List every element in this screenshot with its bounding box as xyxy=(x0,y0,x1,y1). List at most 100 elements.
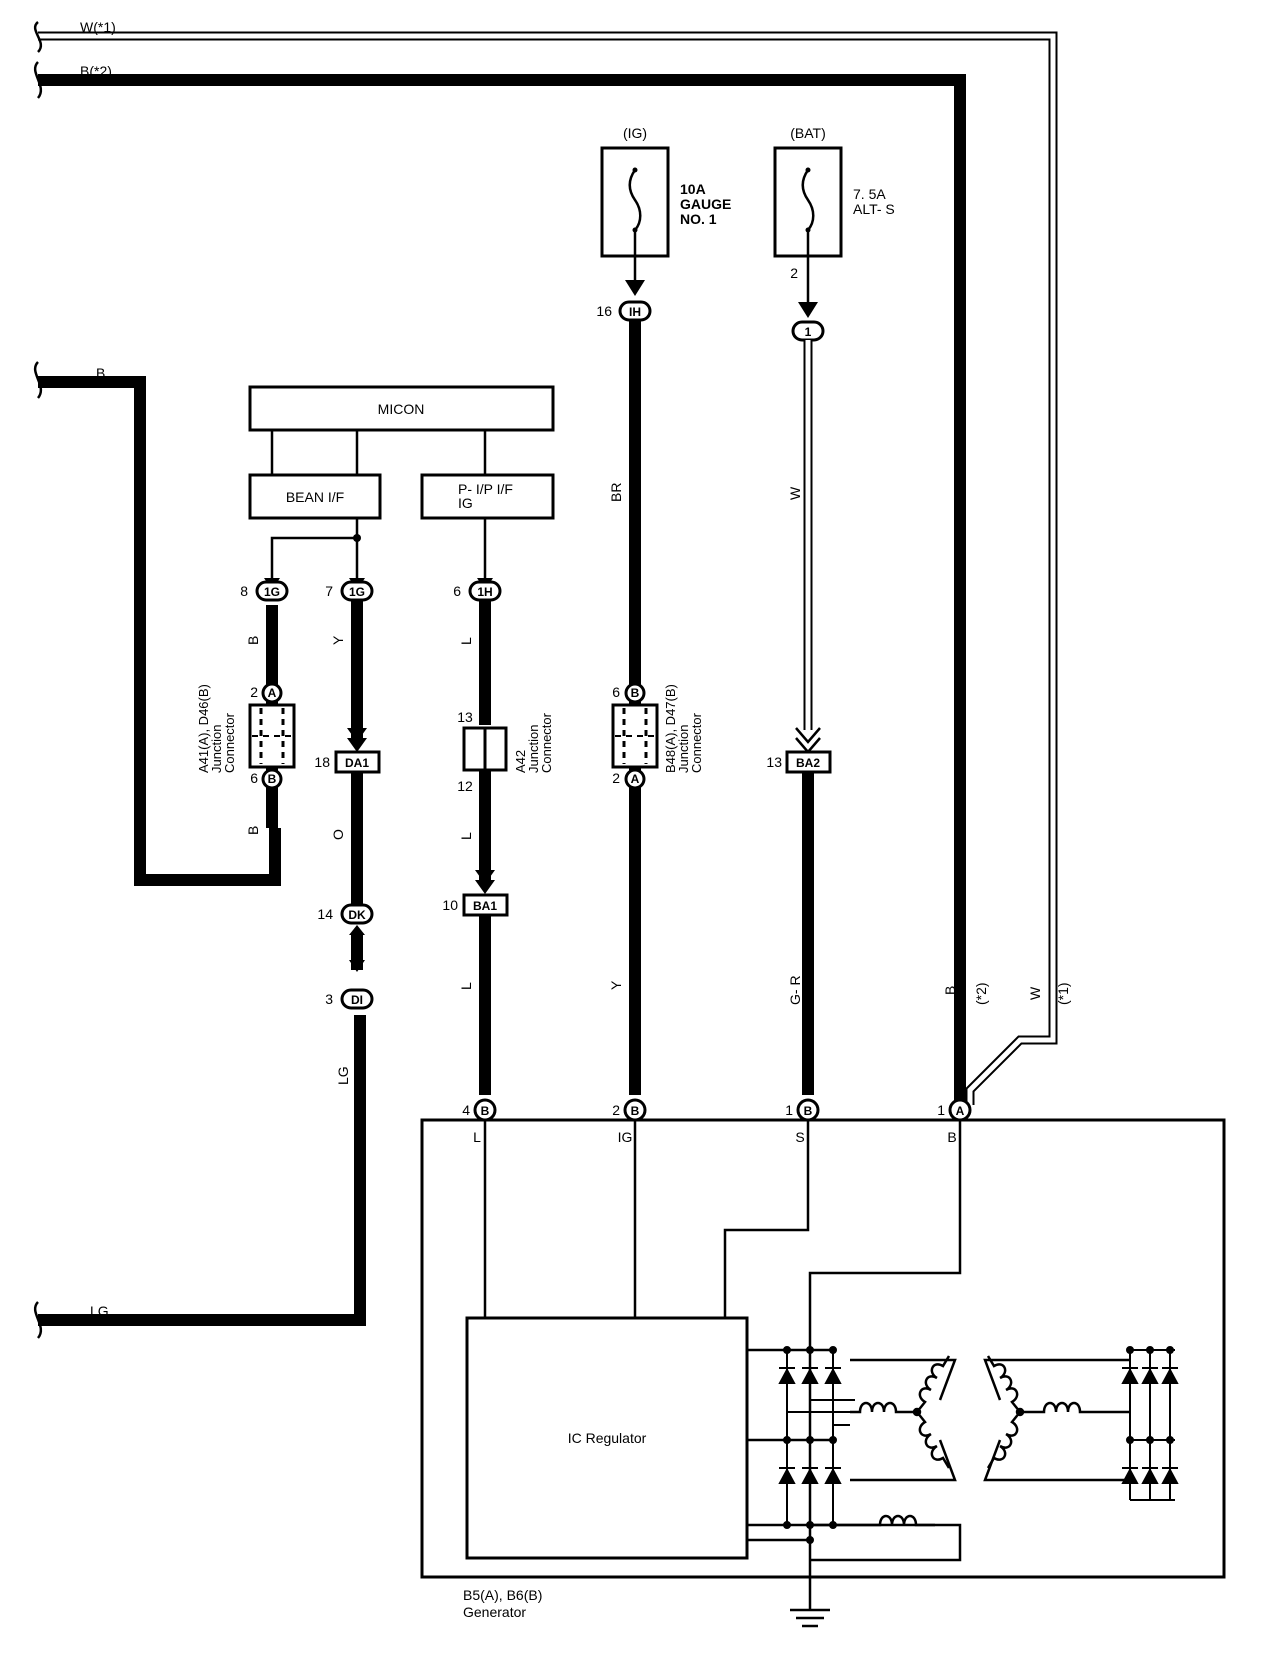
circuit-l: 1H 6 L 13 12 A42 Junction Connector L BA… xyxy=(442,578,554,1095)
terminal-b: B xyxy=(947,1129,956,1145)
pip-if-label-2: IG xyxy=(458,495,473,511)
fuse-element-icon xyxy=(628,169,642,231)
svg-text:Junction: Junction xyxy=(526,725,541,773)
svg-text:A: A xyxy=(631,772,640,786)
edge-wire-b-label: B xyxy=(96,365,105,381)
svg-text:A41(A), D46(B): A41(A), D46(B) xyxy=(196,684,211,773)
svg-text:Junction: Junction xyxy=(676,725,691,773)
bean-if-label: BEAN I/F xyxy=(286,489,344,505)
svg-text:2: 2 xyxy=(612,1102,620,1118)
generator-pins: B 4 B 2 B 1 A 1 xyxy=(462,1098,972,1122)
svg-text:7: 7 xyxy=(325,583,333,599)
svg-text:B48(A), D47(B): B48(A), D47(B) xyxy=(663,684,678,773)
stator-coil-left xyxy=(850,1355,957,1482)
edge-wire-w1: W(*1) xyxy=(38,19,1058,1105)
fuse-element-icon xyxy=(801,169,815,231)
bean-outputs xyxy=(270,518,487,585)
junction-connector-a41-d46 xyxy=(248,703,296,769)
svg-text:B: B xyxy=(631,686,640,700)
svg-text:1: 1 xyxy=(937,1102,945,1118)
svg-text:B: B xyxy=(631,1104,640,1118)
bean-if-box xyxy=(248,473,382,520)
junction-connector-a41-d46-label: A41(A), D46(B) Junction Connector xyxy=(196,684,237,773)
svg-text:18: 18 xyxy=(314,754,330,770)
svg-text:4: 4 xyxy=(462,1102,470,1118)
terminal-ig: IG xyxy=(618,1129,633,1145)
ground-icon xyxy=(790,1595,830,1628)
svg-text:12: 12 xyxy=(457,778,473,794)
stator-coil-right xyxy=(983,1355,1130,1482)
edge-wire-lg: LG xyxy=(38,1015,366,1326)
generator-b-wire-labels: B (*2) W (*1) xyxy=(942,982,1071,1005)
edge-wire-w1-label: W(*1) xyxy=(80,19,116,35)
svg-text:3: 3 xyxy=(325,991,333,1007)
svg-text:Connector: Connector xyxy=(539,712,554,773)
fuse-bat-supply: (BAT) xyxy=(790,125,826,141)
micon-label: MICON xyxy=(378,401,425,417)
svg-text:B: B xyxy=(481,1104,490,1118)
combination-meter-ecu: MICON BEAN I/F P- I/P I/F IG xyxy=(248,385,555,520)
junction-connector-a42-label: A42 Junction Connector xyxy=(513,712,554,773)
svg-text:14: 14 xyxy=(317,906,333,922)
pip-if-box xyxy=(420,473,555,520)
svg-text:B: B xyxy=(268,772,277,786)
wire-break-marks xyxy=(33,21,43,1339)
rectifier-diodes-left xyxy=(778,1346,855,1544)
svg-text:6: 6 xyxy=(453,583,461,599)
wire-color-w-gen: W xyxy=(1027,986,1043,1000)
circuit-bean-b: 1G 8 B A 2 B 6 A41(A), D46(B) Junction C… xyxy=(196,578,296,835)
wire-color-b-lower: B xyxy=(245,826,261,835)
generator-label-2: Generator xyxy=(463,1604,526,1620)
svg-text:DA1: DA1 xyxy=(345,756,369,770)
generator: L IG S B IC Regulator xyxy=(420,1118,1226,1628)
svg-text:GAUGE: GAUGE xyxy=(680,196,731,212)
svg-text:(*1): (*1) xyxy=(1055,982,1071,1005)
svg-text:10A: 10A xyxy=(680,181,706,197)
connector-1g-7 xyxy=(340,580,374,602)
svg-text:1G: 1G xyxy=(349,585,365,599)
svg-text:BA1: BA1 xyxy=(473,899,497,913)
svg-text:13: 13 xyxy=(766,754,782,770)
wire-color-b-gen: B xyxy=(942,986,958,995)
ic-regulator xyxy=(465,1316,749,1560)
svg-text:2: 2 xyxy=(250,684,258,700)
pip-if-label-1: P- I/P I/F xyxy=(458,481,513,497)
svg-text:A42: A42 xyxy=(513,750,528,773)
rectifier-diodes-right xyxy=(1121,1346,1179,1501)
svg-text:IH: IH xyxy=(629,305,641,319)
wire-color-l-3: L xyxy=(458,982,474,990)
circuit-bean-y-o-lg: 1G 7 Y DA1 18 O DK 14 DI 3 LG xyxy=(314,578,381,1085)
connector-1g-8 xyxy=(255,580,289,602)
svg-text:2: 2 xyxy=(612,770,620,786)
terminal-l: L xyxy=(473,1129,481,1145)
rotor-field-coil xyxy=(810,1514,962,1562)
svg-text:B: B xyxy=(804,1104,813,1118)
connector-di xyxy=(340,988,374,1010)
edge-wire-b: B xyxy=(38,365,281,886)
ic-regulator-label: IC Regulator xyxy=(568,1430,647,1446)
wire-color-lg: LG xyxy=(335,1066,351,1085)
svg-text:1H: 1H xyxy=(477,585,492,599)
connector-1-pin: 2 xyxy=(790,265,798,281)
svg-text:10: 10 xyxy=(442,897,458,913)
terminal-s: S xyxy=(795,1129,804,1145)
generator-box xyxy=(420,1118,1226,1579)
circuit-ig: (IG) 10A GAUGE NO. 1 IH 16 BR B 6 A 2 B4… xyxy=(596,125,731,1095)
svg-text:13: 13 xyxy=(457,709,473,725)
edge-wire-lg-label: LG xyxy=(90,1303,109,1319)
svg-text:6: 6 xyxy=(612,684,620,700)
svg-text:DI: DI xyxy=(351,993,363,1007)
wire-color-l-2: L xyxy=(458,832,474,840)
svg-text:8: 8 xyxy=(240,583,248,599)
wire-color-b-upper: B xyxy=(245,636,261,645)
wire-color-o: O xyxy=(330,829,346,840)
wire-color-w: W xyxy=(787,486,803,500)
edge-wire-b2: B(*2) xyxy=(38,63,966,1105)
svg-text:BA2: BA2 xyxy=(796,756,820,770)
junction-connector-b48-d47-label: B48(A), D47(B) Junction Connector xyxy=(663,684,704,773)
svg-text:NO. 1: NO. 1 xyxy=(680,211,717,227)
fuse-ig-supply: (IG) xyxy=(623,125,647,141)
micon-box xyxy=(248,385,555,432)
svg-text:6: 6 xyxy=(250,770,258,786)
